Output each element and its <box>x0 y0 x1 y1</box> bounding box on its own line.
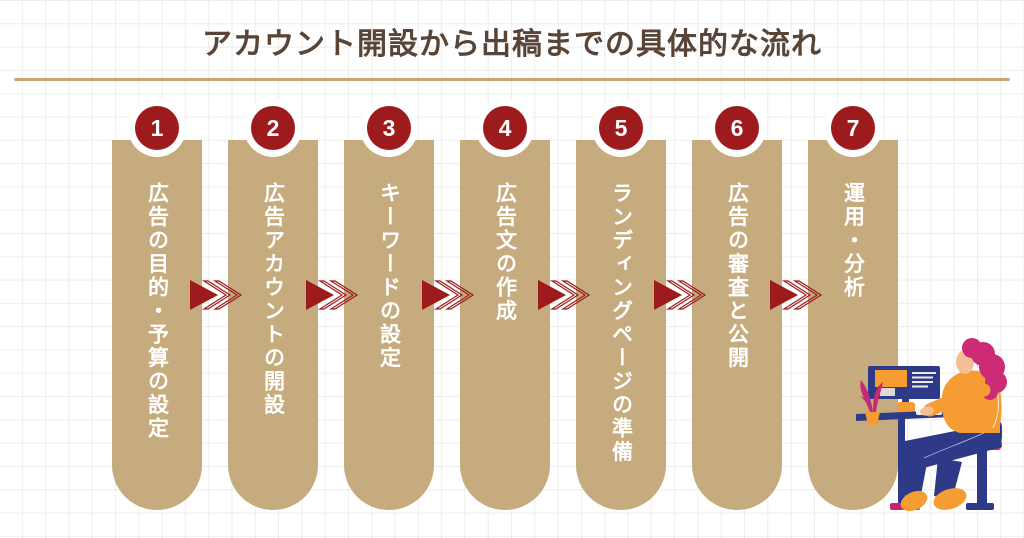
step-number-badge: 2 <box>251 106 295 150</box>
woman <box>900 338 1007 512</box>
step-column-7: 7 運用・分析 <box>808 99 898 510</box>
step-number-badge: 7 <box>831 106 875 150</box>
step-number-badge: 1 <box>135 106 179 150</box>
step-label: 広告の目的・予算の設定 <box>145 182 169 441</box>
step-column-2: 2 広告アカウントの開設 <box>228 99 318 510</box>
step-number-badge: 6 <box>715 106 759 150</box>
plant <box>860 380 883 425</box>
step-column-5: 5 ランディングページの準備 <box>576 99 666 510</box>
step-label: 運用・分析 <box>841 182 865 300</box>
step-column-6: 6 広告の審査と公開 <box>692 99 782 510</box>
page-title: アカウント開設から出稿までの具体的な流れ <box>202 28 822 61</box>
step-label: キーワードの設定 <box>377 182 401 370</box>
header: アカウント開設から出稿までの具体的な流れ <box>0 0 1024 74</box>
step-number-badge: 3 <box>367 106 411 150</box>
title-divider <box>14 78 1010 81</box>
flow-arrow-icon <box>190 280 242 310</box>
step-column-3: 3 キーワードの設定 <box>344 99 434 510</box>
step-number-badge: 4 <box>483 106 527 150</box>
step-label: 広告文の作成 <box>493 182 517 323</box>
flow-arrow-icon <box>306 280 358 310</box>
step-column-1: 1 広告の目的・予算の設定 <box>112 99 202 510</box>
step-label: 広告アカウントの開設 <box>261 182 285 417</box>
flow-arrow-icon <box>538 280 590 310</box>
flow-arrow-icon <box>654 280 706 310</box>
woman-at-desk-illustration <box>856 338 1007 512</box>
flow-arrow-icon <box>422 280 474 310</box>
step-column-4: 4 広告文の作成 <box>460 99 550 510</box>
step-label: 広告の審査と公開 <box>725 182 749 370</box>
step-number-badge: 5 <box>599 106 643 150</box>
flow-arrow-icon <box>770 280 822 310</box>
step-label: ランディングページの準備 <box>609 182 633 464</box>
